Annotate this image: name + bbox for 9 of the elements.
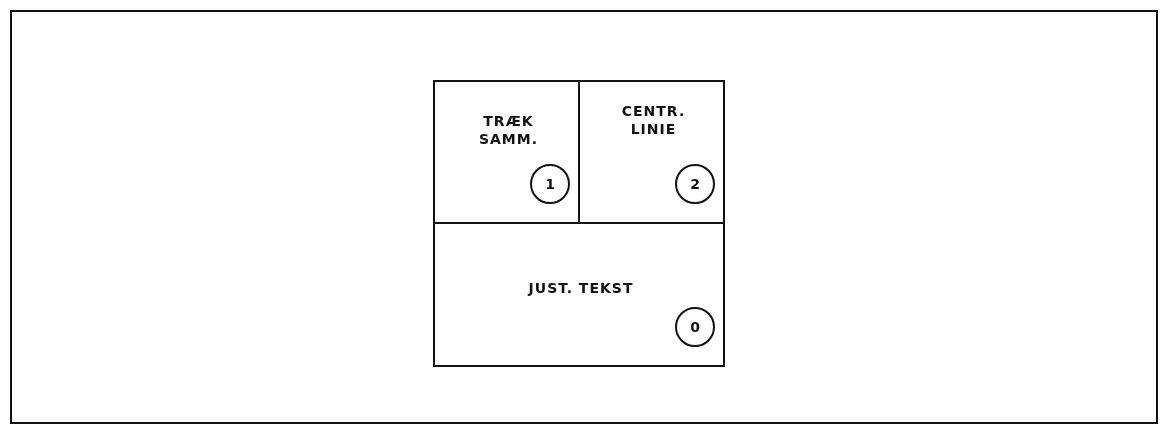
key-button: [433, 222, 725, 367]
number-circle: 2: [675, 164, 715, 204]
key-label: CENTR. LINIE: [620, 102, 687, 138]
number-circle: 1: [530, 164, 570, 204]
key-label: JUST. TEKST: [526, 279, 635, 297]
number-circle: 0: [675, 307, 715, 347]
key-button: [433, 80, 580, 224]
key-button: [578, 80, 725, 224]
key-label: TRÆK SAMM.: [477, 112, 540, 148]
